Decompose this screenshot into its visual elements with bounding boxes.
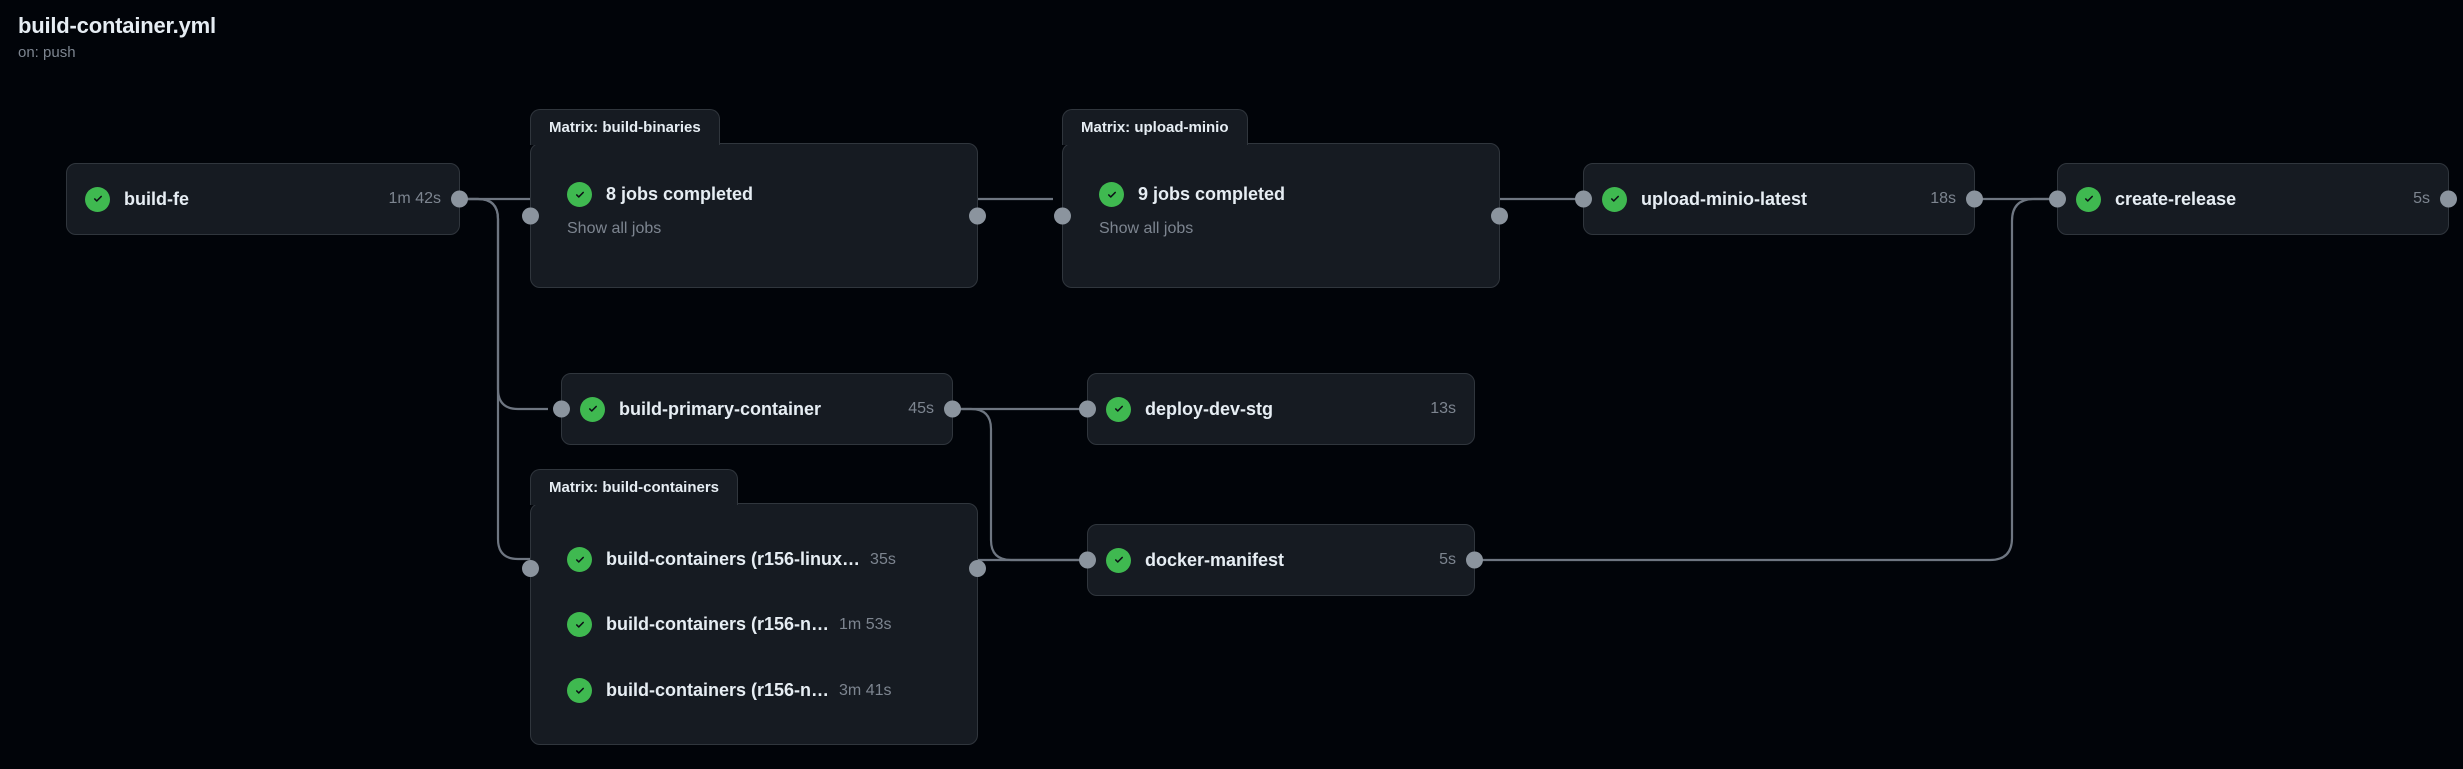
workflow-title: build-container.yml <box>18 13 216 38</box>
matrix-group-build-containers[interactable]: Matrix: build-containers build-container… <box>522 469 986 745</box>
matrix-summary-label: 8 jobs completed <box>606 184 754 204</box>
matrix-group-tab[interactable]: Matrix: build-binaries <box>530 109 720 145</box>
matrix-group-tab[interactable]: Matrix: upload-minio <box>1062 109 1248 145</box>
input-handle[interactable] <box>1575 190 1592 208</box>
input-handle[interactable] <box>553 400 570 418</box>
matrix-job-duration: 1m 53s <box>839 615 892 633</box>
matrix-job-row[interactable]: build-containers (r156-n… 3m 41s <box>567 678 927 703</box>
workflow-header: build-container.yml on: push <box>18 12 216 61</box>
job-node-duration: 18s <box>1930 190 1956 207</box>
matrix-job-duration: 3m 41s <box>839 681 892 699</box>
matrix-summary-label: 9 jobs completed <box>1138 184 1286 204</box>
edge-buildfe-to-buildcontainers <box>460 197 530 561</box>
job-node-docker-manifest[interactable]: docker-manifest 5s <box>1079 524 1483 596</box>
workflow-trigger: on: push <box>18 43 76 61</box>
input-handle[interactable] <box>522 560 539 577</box>
output-handle[interactable] <box>1966 190 1983 208</box>
job-node-label: docker-manifest <box>1145 549 1285 570</box>
show-all-jobs-link[interactable]: Show all jobs <box>567 220 662 237</box>
matrix-job-row[interactable]: build-containers (r156-linux… 35s <box>567 547 927 572</box>
check-circle-icon <box>1106 547 1131 573</box>
matrix-job-label: build-containers (r156-n… <box>606 614 830 634</box>
output-handle[interactable] <box>944 400 961 418</box>
edge-dockermanifest-to-createrelease <box>1475 197 2057 562</box>
input-handle[interactable] <box>1079 551 1096 569</box>
matrix-summary-row: 8 jobs completed <box>567 182 753 207</box>
matrix-group-tab-label: Matrix: build-binaries <box>549 119 701 136</box>
job-node-duration: 13s <box>1430 400 1456 417</box>
matrix-group-body: build-containers (r156-linux… 35s build-… <box>531 504 977 744</box>
matrix-group-upload-minio[interactable]: Matrix: upload-minio 9 jobs completed Sh… <box>1054 109 1508 288</box>
matrix-job-label: build-containers (r156-linux… <box>606 549 861 569</box>
job-node-label: upload-minio-latest <box>1641 188 1807 209</box>
output-handle[interactable] <box>969 207 986 224</box>
matrix-group-build-binaries[interactable]: Matrix: build-binaries 8 jobs completed … <box>522 109 986 288</box>
job-node-label: build-primary-container <box>619 398 822 419</box>
matrix-group-tab[interactable]: Matrix: build-containers <box>530 469 739 505</box>
check-circle-icon <box>1099 182 1124 207</box>
input-handle[interactable] <box>1079 400 1096 418</box>
show-all-jobs-link[interactable]: Show all jobs <box>1099 220 1194 237</box>
job-node-label: deploy-dev-stg <box>1145 398 1274 419</box>
job-node-duration: 1m 42s <box>388 190 441 207</box>
check-circle-icon <box>1106 396 1131 422</box>
matrix-group-body: 8 jobs completed Show all jobs <box>531 144 977 287</box>
output-handle[interactable] <box>2440 190 2457 208</box>
input-handle[interactable] <box>1054 207 1071 224</box>
matrix-group-tab-label: Matrix: build-containers <box>549 479 720 496</box>
input-handle[interactable] <box>2049 190 2066 208</box>
job-node-deploy-dev-stg[interactable]: deploy-dev-stg 13s <box>1079 373 1475 445</box>
output-handle[interactable] <box>451 190 468 208</box>
job-node-create-release[interactable]: create-release 5s <box>2049 163 2457 235</box>
check-circle-icon <box>1602 186 1627 212</box>
check-circle-icon <box>580 396 605 422</box>
matrix-job-row[interactable]: build-containers (r156-n… 1m 53s <box>567 612 927 637</box>
matrix-summary-row: 9 jobs completed <box>1099 182 1285 207</box>
input-handle[interactable] <box>522 207 539 224</box>
job-node-label: build-fe <box>124 188 189 209</box>
job-node-build-primary-container[interactable]: build-primary-container 45s <box>553 373 961 445</box>
job-node-build-fe[interactable]: build-fe 1m 42s <box>66 163 468 235</box>
output-handle[interactable] <box>1491 207 1508 224</box>
job-node-label: create-release <box>2115 188 2237 209</box>
matrix-job-label: build-containers (r156-n… <box>606 680 830 700</box>
check-circle-icon <box>2076 186 2101 212</box>
check-circle-icon <box>85 186 110 212</box>
matrix-group-tab-label: Matrix: upload-minio <box>1081 119 1229 136</box>
check-circle-icon <box>567 182 592 207</box>
matrix-group-body: 9 jobs completed Show all jobs <box>1063 144 1499 287</box>
matrix-job-duration: 35s <box>870 550 896 568</box>
job-node-duration: 5s <box>2413 190 2430 207</box>
output-handle[interactable] <box>969 560 986 577</box>
check-circle-icon <box>567 612 592 637</box>
job-node-upload-minio-latest[interactable]: upload-minio-latest 18s <box>1575 163 1983 235</box>
check-circle-icon <box>567 547 592 572</box>
output-handle[interactable] <box>1466 551 1483 569</box>
job-node-duration: 5s <box>1439 551 1456 568</box>
check-circle-icon <box>567 678 592 703</box>
job-node-duration: 45s <box>908 400 934 417</box>
